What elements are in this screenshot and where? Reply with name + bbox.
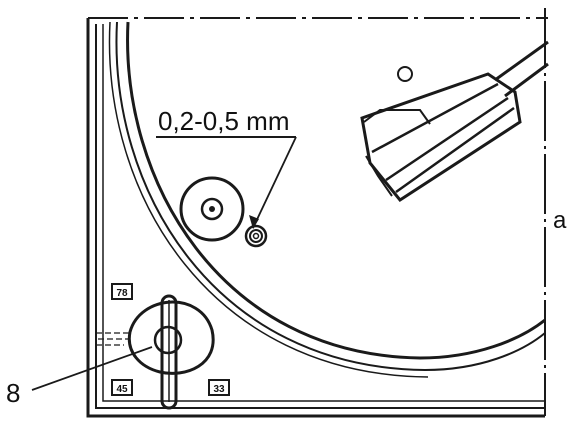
speed-label-33: 33 <box>213 384 225 395</box>
tonearm-rest-dot <box>397 66 413 82</box>
item-callout: 8 <box>6 346 153 408</box>
spindle-hub <box>179 176 245 242</box>
gap-callout: 0,2-0,5 mm <box>156 106 297 229</box>
speed-box-33: 33 <box>208 379 230 396</box>
speed-selector-knob <box>96 294 215 410</box>
gap-callout-label: 0,2-0,5 mm <box>158 106 290 136</box>
side-label: a <box>553 207 567 234</box>
speed-box-78: 78 <box>111 283 133 300</box>
adjustment-screw <box>244 224 268 248</box>
speed-label-45: 45 <box>116 384 128 395</box>
speed-label-78: 78 <box>116 288 128 299</box>
item-callout-number: 8 <box>6 378 20 408</box>
tonearm <box>360 40 549 202</box>
plinth-outline <box>86 18 545 418</box>
speed-box-45: 45 <box>111 379 133 396</box>
gap-callout-arrowhead <box>249 215 259 229</box>
platter-rim <box>108 21 546 378</box>
